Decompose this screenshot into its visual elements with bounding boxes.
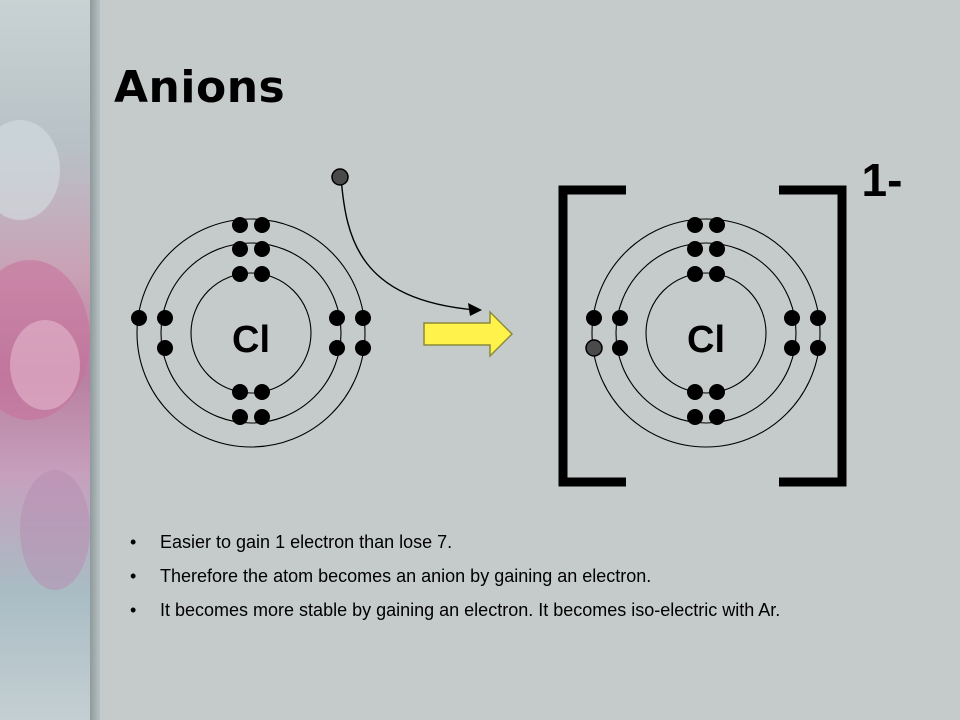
electron-transfer-path	[340, 176, 477, 311]
bullet-item-3: It becomes more stable by gaining an ele…	[130, 598, 920, 622]
ion-shell-1	[645, 272, 767, 394]
electron-path-arrowhead	[468, 303, 482, 316]
neutral-shell-1	[190, 272, 312, 394]
decorative-side-photo	[0, 0, 100, 720]
ion-symbol: Cl	[687, 319, 725, 361]
neutral-electron	[232, 266, 248, 282]
ion-electron	[709, 384, 725, 400]
ion-electron	[810, 340, 826, 356]
neutral-electron	[131, 310, 147, 326]
ion-electron	[687, 384, 703, 400]
neutral-electron	[254, 266, 270, 282]
neutral-atom-symbol: Cl	[232, 319, 270, 361]
ion-electron	[687, 241, 703, 257]
neutral-electron	[232, 217, 248, 233]
neutral-electron	[232, 241, 248, 257]
neutral-chlorine-atom	[131, 217, 371, 448]
right-bracket	[779, 185, 847, 487]
neutral-shell-2	[160, 242, 342, 424]
ion-electron	[687, 217, 703, 233]
ion-electron	[687, 409, 703, 425]
reaction-arrow	[423, 310, 514, 358]
neutral-electron	[329, 340, 345, 356]
bullet-item-1: Easier to gain 1 electron than lose 7.	[130, 530, 920, 554]
neutral-electron	[254, 409, 270, 425]
ion-electron	[586, 310, 602, 326]
ion-charge-label: 1-	[862, 154, 903, 206]
neutral-electron	[254, 217, 270, 233]
neutral-electron	[355, 310, 371, 326]
ion-electron	[709, 241, 725, 257]
bullet-item-2: Therefore the atom becomes an anion by g…	[130, 564, 920, 588]
chloride-ion	[585, 217, 826, 448]
ion-electron	[784, 340, 800, 356]
neutral-electron	[232, 384, 248, 400]
neutral-electron	[355, 340, 371, 356]
ion-gained-electron	[585, 339, 603, 357]
neutral-electron	[254, 241, 270, 257]
neutral-electron	[254, 384, 270, 400]
ion-electron	[709, 409, 725, 425]
page-title: Anions	[114, 62, 286, 113]
ion-electron	[709, 217, 725, 233]
neutral-electron	[157, 310, 173, 326]
ion-electron	[784, 310, 800, 326]
ion-electron	[612, 310, 628, 326]
ion-electron	[687, 266, 703, 282]
ion-shell-2	[615, 242, 797, 424]
neutral-electron	[232, 409, 248, 425]
neutral-shell-3	[136, 218, 366, 448]
neutral-electron	[329, 310, 345, 326]
ion-electron	[709, 266, 725, 282]
ion-electron	[810, 310, 826, 326]
neutral-electron	[157, 340, 173, 356]
ion-shell-3	[591, 218, 821, 448]
left-bracket	[558, 185, 626, 487]
side-border	[90, 0, 100, 720]
ion-electron	[612, 340, 628, 356]
bullet-list: Easier to gain 1 electron than lose 7. T…	[130, 530, 920, 632]
free-electron	[331, 168, 349, 186]
